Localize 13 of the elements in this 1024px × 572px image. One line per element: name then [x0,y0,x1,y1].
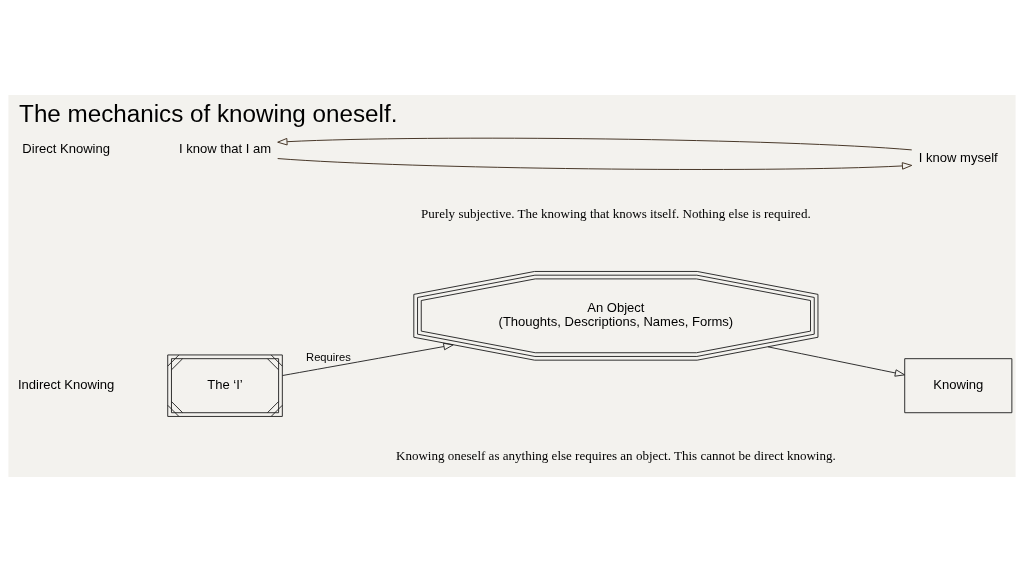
arrow [277,137,913,151]
label: Direct Knowing [22,141,110,157]
arrow [277,158,913,170]
node-box: Knowing [904,358,1013,414]
node-text: I know that I am [179,141,272,157]
label: Purely subjective. The knowing that knows itself. Nothing else is required. [421,205,811,221]
arrow [767,346,906,377]
label: Knowing oneself as anything else requires an object. This cannot be direct knowing. [395,447,836,463]
label: Indirect Knowing [18,377,115,393]
diagram-title: The mechanics of knowing oneself. [19,99,398,127]
node-text: I know myself [918,149,998,165]
arrow [282,342,454,376]
edge-label: Requires [306,351,351,364]
